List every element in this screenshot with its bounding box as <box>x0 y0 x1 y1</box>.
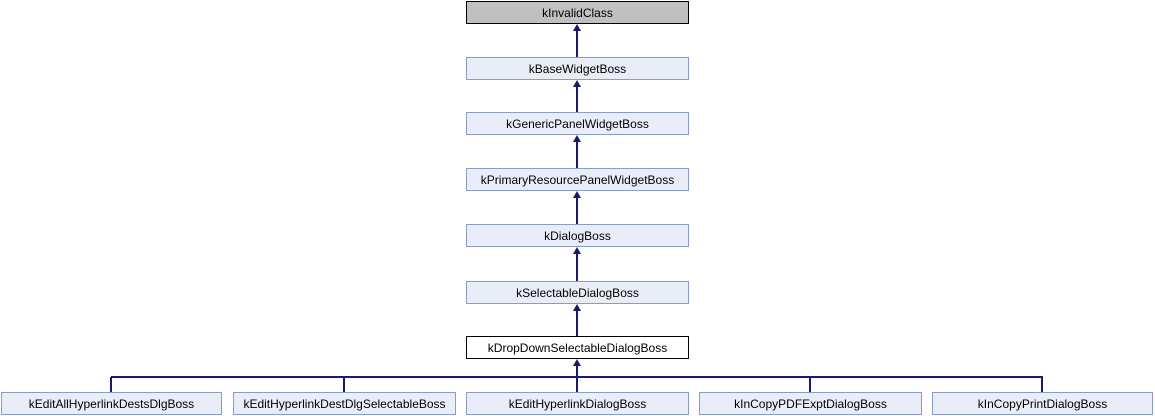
class-node-kinvalidclass: kInvalidClass <box>466 1 689 24</box>
class-node-kbasewidgetboss[interactable]: kBaseWidgetBoss <box>466 57 689 80</box>
connector-stub-line <box>576 377 578 392</box>
class-node-kincopyprintdialogboss[interactable]: kInCopyPrintDialogBoss <box>932 392 1153 415</box>
inheritance-arrow <box>573 304 581 336</box>
class-node-kedithyperlinkdialogboss[interactable]: kEditHyperlinkDialogBoss <box>466 392 689 415</box>
class-node-kdialogboss[interactable]: kDialogBoss <box>466 224 689 247</box>
arrowhead-up-icon <box>573 247 581 254</box>
inheritance-arrow <box>573 247 581 281</box>
class-node-kincopypdfexptdialogboss[interactable]: kInCopyPDFExptDialogBoss <box>699 392 922 415</box>
class-node-kedithyperlinkdestdlgselectableboss[interactable]: kEditHyperlinkDestDlgSelectableBoss <box>233 392 456 415</box>
inheritance-arrow <box>573 80 581 112</box>
class-node-kselectabledialogboss[interactable]: kSelectableDialogBoss <box>466 281 689 304</box>
class-node-kgenericpanelwidgetboss[interactable]: kGenericPanelWidgetBoss <box>466 112 689 135</box>
arrowhead-up-icon <box>573 304 581 311</box>
inheritance-arrow <box>573 359 581 377</box>
arrowhead-up-icon <box>573 80 581 87</box>
class-node-kprimaryresourcepanelwidgetboss[interactable]: kPrimaryResourcePanelWidgetBoss <box>466 168 689 191</box>
inheritance-arrow <box>573 191 581 224</box>
connector-stub-line <box>110 377 112 392</box>
connector-stub-line <box>1041 377 1043 392</box>
arrowhead-up-icon <box>573 24 581 31</box>
class-node-kdropdownselectabledialogboss: kDropDownSelectableDialogBoss <box>466 336 689 359</box>
connector-stub-line <box>809 377 811 392</box>
class-node-keditallhyperlinkdestsdlgboss[interactable]: kEditAllHyperlinkDestsDlgBoss <box>1 392 222 415</box>
arrowhead-up-icon <box>573 191 581 198</box>
arrowhead-up-icon <box>573 359 581 366</box>
connector-stub-line <box>343 377 345 392</box>
inheritance-arrow <box>573 135 581 168</box>
inheritance-arrow <box>573 24 581 57</box>
arrowhead-up-icon <box>573 135 581 142</box>
